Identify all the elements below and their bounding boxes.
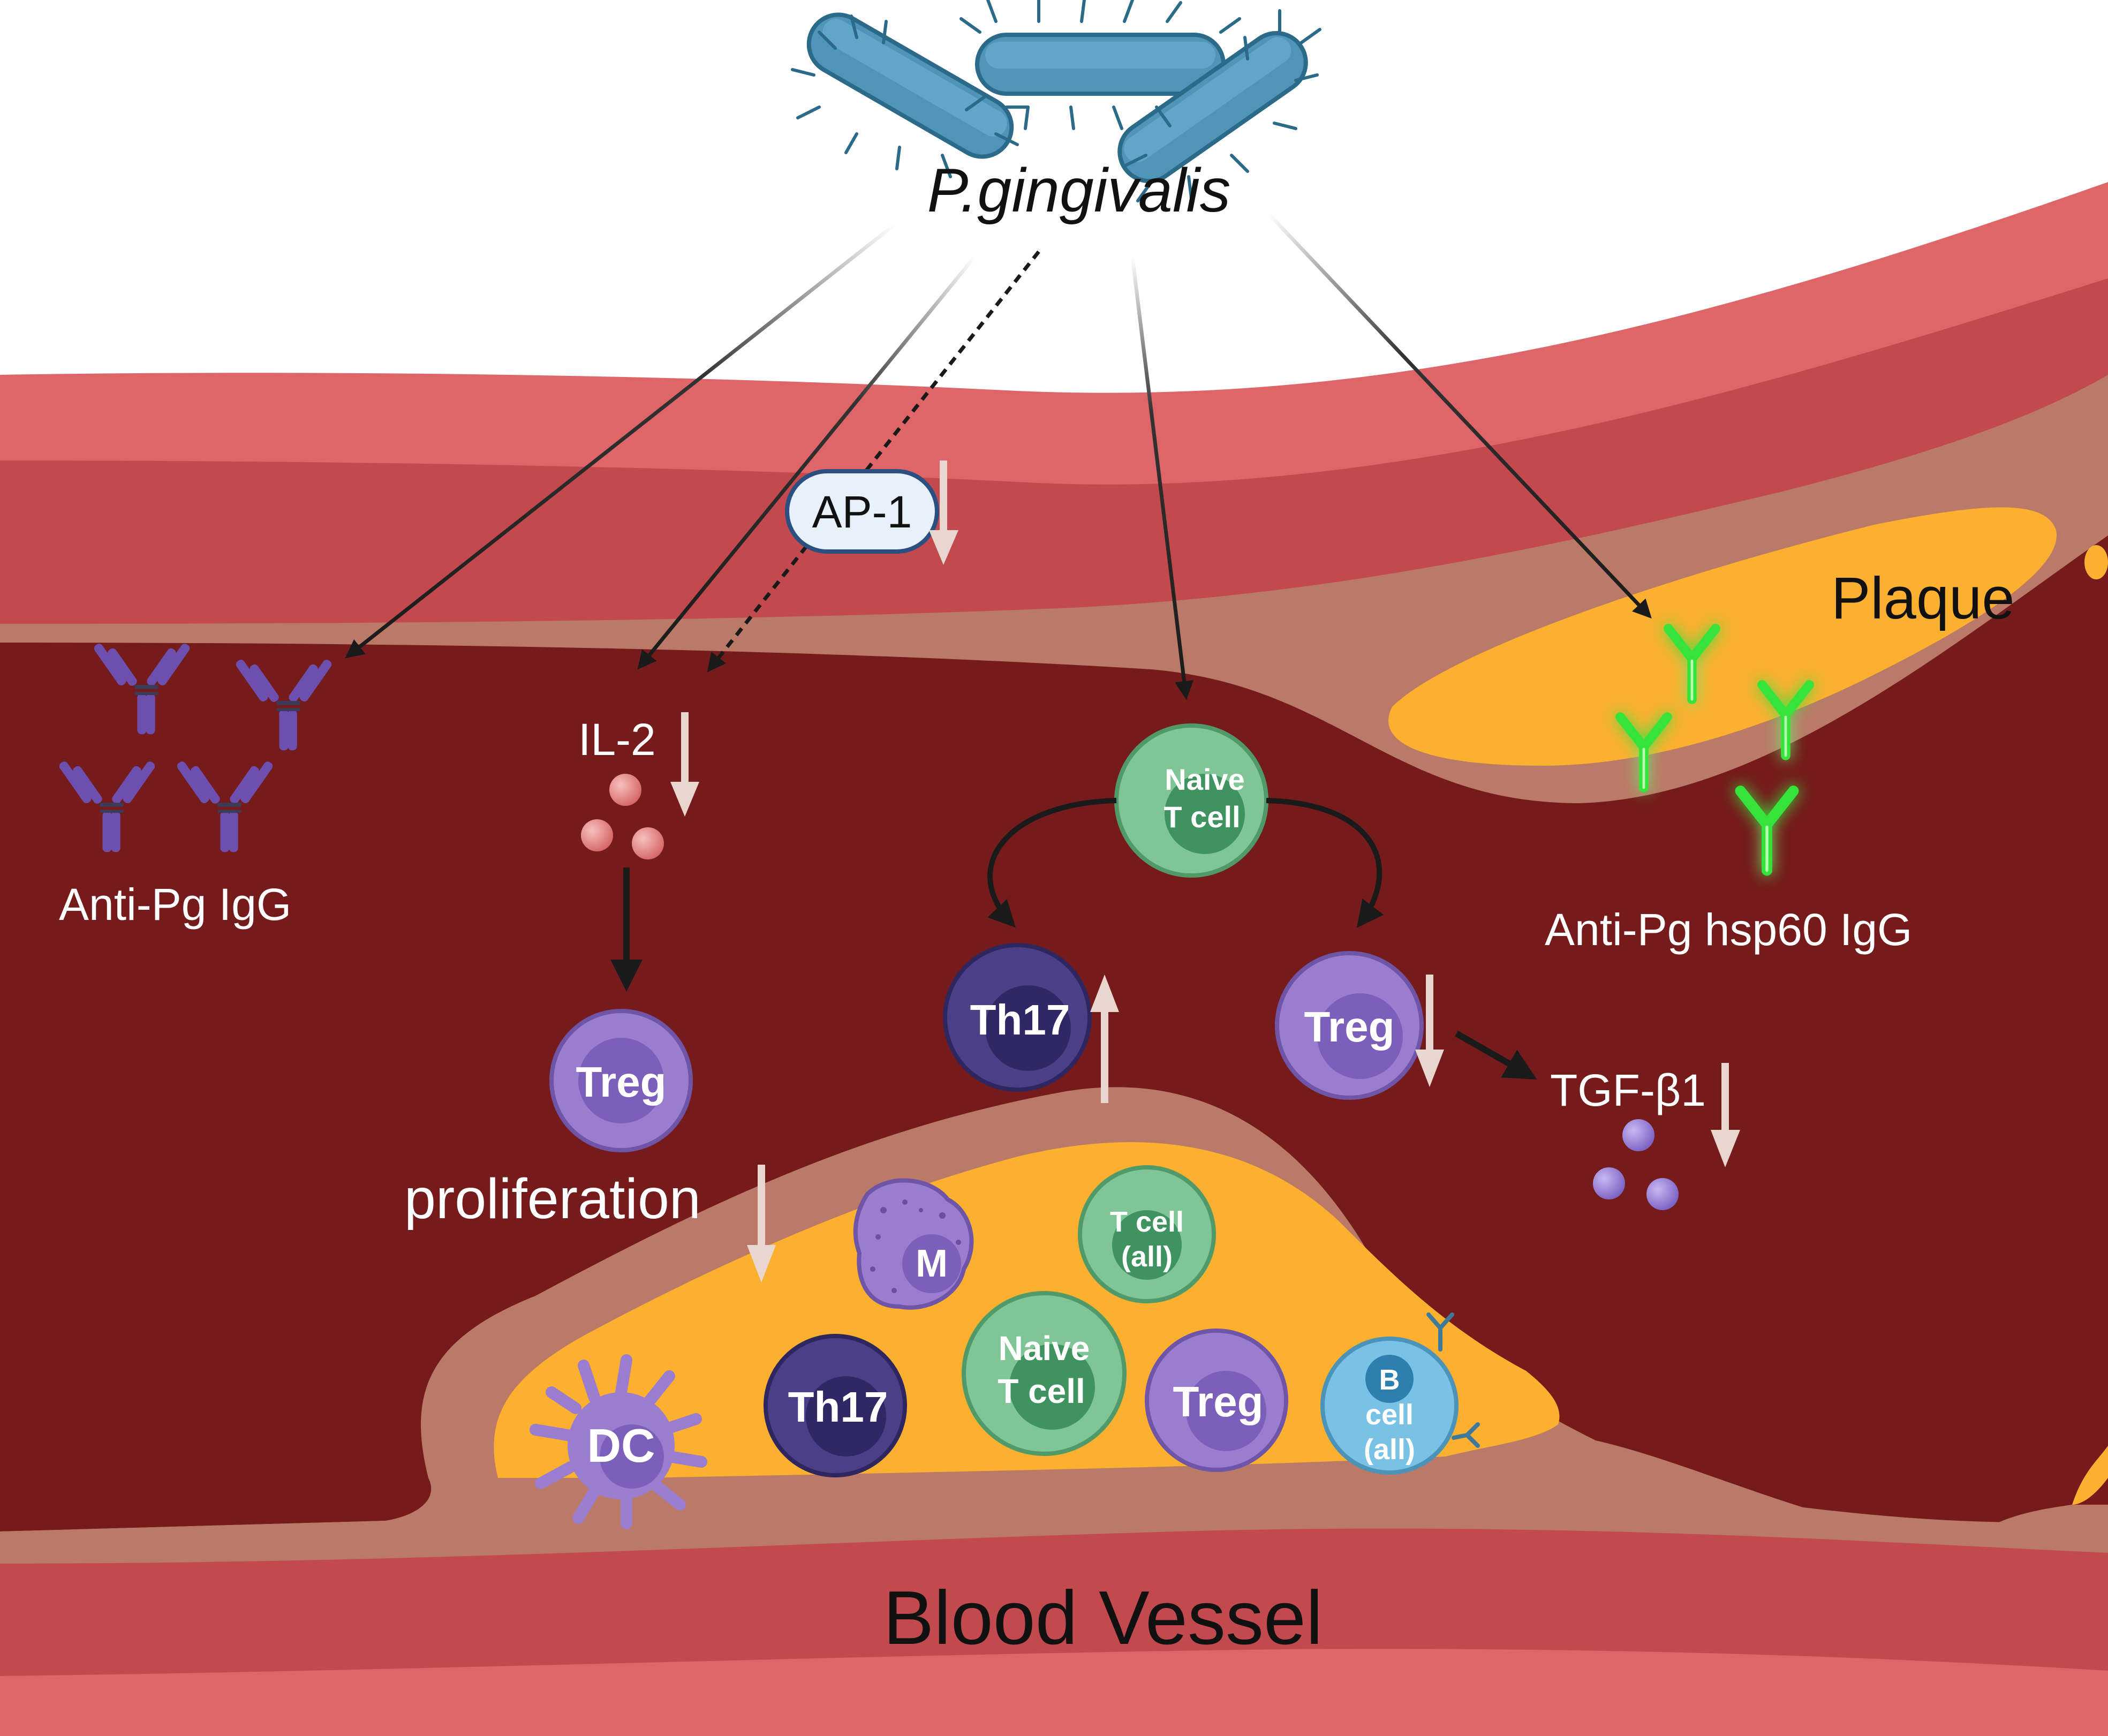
treg-mid-cell: Treg bbox=[1275, 951, 1424, 1100]
arrow-naive-to-th17 bbox=[987, 798, 1117, 928]
th17-plaque-cell: Th17 bbox=[764, 1334, 907, 1477]
tgf-b1-molecules bbox=[1593, 1119, 1679, 1210]
dashed-arrow-to-il2 bbox=[707, 250, 1040, 673]
upper-plaque bbox=[1388, 507, 2108, 766]
arrow-naive-to-treg bbox=[1266, 798, 1384, 928]
naive-top-label-2: T cell bbox=[1163, 800, 1240, 834]
t-cell-all-label-2: (all) bbox=[1121, 1241, 1173, 1273]
th17-mid-label: Th17 bbox=[970, 996, 1070, 1044]
naive-t-cell-top: Naive T cell bbox=[1114, 723, 1268, 878]
arrow-treg-to-tgf bbox=[1455, 1030, 1537, 1080]
th17-plaque-label: Th17 bbox=[788, 1383, 888, 1431]
organism-label: P.gingivalis bbox=[927, 156, 1231, 225]
tgf-down-arrow bbox=[1711, 1063, 1740, 1167]
th17-mid-cell: Th17 bbox=[943, 943, 1092, 1092]
t-cell-all-cell: T cell (all) bbox=[1078, 1165, 1216, 1303]
arrow-to-anti-pg-hsp60-igg bbox=[1267, 213, 1652, 619]
naive-plaque-label-1: Naive bbox=[999, 1329, 1090, 1368]
pgingivalis-bacteria bbox=[791, 0, 1321, 202]
anti-pg-igg-label: Anti-Pg IgG bbox=[59, 879, 291, 930]
proliferation-down-arrow bbox=[747, 1165, 776, 1282]
treg-plaque-label: Treg bbox=[1173, 1378, 1264, 1425]
macrophage-cell: M bbox=[853, 1178, 974, 1310]
ap1-down-arrow bbox=[929, 461, 958, 565]
dc-label: DC bbox=[587, 1419, 655, 1472]
naive-top-label-1: Naive bbox=[1165, 763, 1244, 796]
arrow-to-naive-t-cell bbox=[1130, 256, 1193, 700]
tgf-b1-label: TGF-β1 bbox=[1550, 1065, 1706, 1115]
arrow-to-il2 bbox=[637, 255, 976, 670]
il2-label: IL-2 bbox=[578, 714, 656, 765]
anti-pg-hsp60-igg-label: Anti-Pg hsp60 IgG bbox=[1545, 904, 1912, 955]
il2-down-arrow bbox=[670, 712, 699, 817]
dendritic-cell: DC bbox=[530, 1354, 707, 1529]
pathway-arrows bbox=[345, 213, 1652, 700]
proliferation-label: proliferation bbox=[404, 1167, 701, 1231]
treg-left-label: Treg bbox=[576, 1058, 667, 1106]
b-cell-label-2: cell bbox=[1365, 1399, 1414, 1431]
treg-left-cell: Treg bbox=[549, 1009, 693, 1152]
treg-down-arrow bbox=[1415, 975, 1444, 1087]
il2-molecules bbox=[581, 774, 664, 859]
blood-vessel-label: Blood Vessel bbox=[883, 1575, 1323, 1660]
b-cell-label-1: B bbox=[1379, 1364, 1400, 1396]
th17-up-arrow bbox=[1090, 975, 1119, 1103]
ap1-label: AP-1 bbox=[812, 487, 912, 537]
macrophage-label: M bbox=[916, 1242, 948, 1285]
treg-mid-label: Treg bbox=[1304, 1003, 1395, 1051]
vessel-wall-lower bbox=[0, 1446, 2108, 1736]
naive-t-cell-plaque: Naive T cell bbox=[962, 1291, 1127, 1456]
b-cell-all-cell: B cell (all) bbox=[1320, 1312, 1480, 1475]
naive-plaque-label-2: T cell bbox=[998, 1372, 1085, 1410]
b-cell-label-3: (all) bbox=[1364, 1433, 1415, 1466]
treg-plaque-cell: Treg bbox=[1145, 1329, 1288, 1472]
arrow-to-anti-pg-igg bbox=[345, 223, 896, 659]
ap1-node: AP-1 bbox=[785, 469, 939, 554]
plaque-label: Plaque bbox=[1831, 565, 2015, 631]
t-cell-all-label-1: T cell bbox=[1110, 1206, 1184, 1238]
